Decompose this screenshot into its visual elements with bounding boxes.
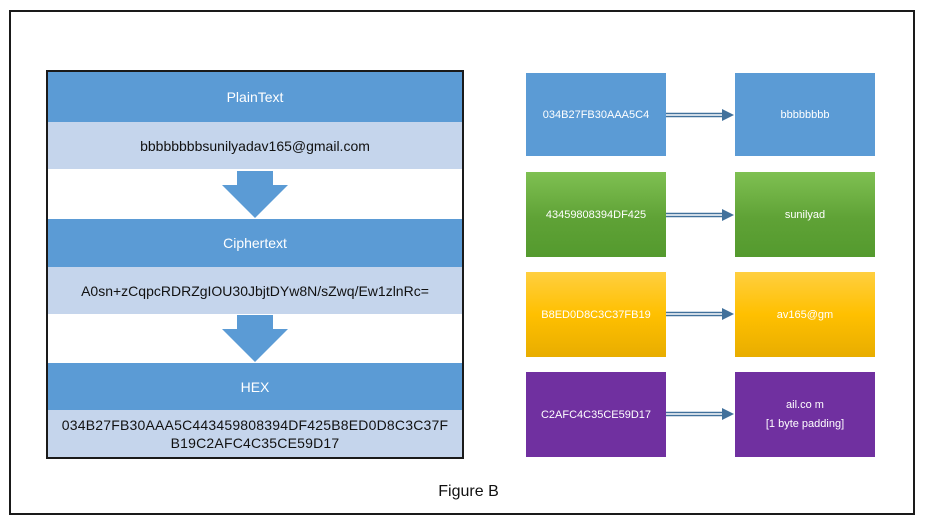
ciphertext-label: Ciphertext (223, 235, 287, 251)
plain-block-3: av165@gm (735, 272, 875, 357)
plain-block-4: ail.co m [1 byte padding] (735, 372, 875, 457)
plaintext-header: PlainText (48, 72, 462, 122)
hex-block-2-label: 43459808394DF425 (545, 208, 647, 221)
hex-block-1: 034B27FB30AAA5C4 (526, 73, 666, 156)
right-arrow-icon (666, 308, 734, 320)
ciphertext-box: A0sn+zCqpcRDRZgIOU30JbjtDYw8N/sZwq/Ew1zl… (48, 267, 462, 314)
hex-block-4-label: C2AFC4C35CE59D17 (540, 408, 652, 421)
hex-header: HEX (48, 363, 462, 410)
plain-block-1: bbbbbbbb (735, 73, 875, 156)
hex-value-line2: B19C2AFC4C35CE59D17 (170, 434, 340, 451)
hex-block-1-label: 034B27FB30AAA5C4 (542, 108, 650, 121)
hex-label: HEX (240, 378, 270, 395)
plain-block-2-label: sunilyad (784, 208, 826, 221)
plain-block-3-label: av165@gm (776, 308, 834, 321)
plaintext-value: bbbbbbbbsunilyadav165@gmail.com (140, 137, 370, 154)
hex-block-3: B8ED0D8C3C37FB19 (526, 272, 666, 357)
padding-note: [1 byte padding] (765, 417, 845, 430)
ciphertext-header: Ciphertext (48, 219, 462, 267)
down-arrow-icon (222, 171, 288, 218)
encryption-flow-panel: PlainText bbbbbbbbsunilyadav165@gmail.co… (46, 70, 464, 459)
plain-block-1-label: bbbbbbbb (780, 108, 830, 121)
hex-block-3-label: B8ED0D8C3C37FB19 (541, 308, 651, 321)
plain-block-2: sunilyad (735, 172, 875, 257)
plaintext-box: bbbbbbbbsunilyadav165@gmail.com (48, 122, 462, 169)
hex-block-2: 43459808394DF425 (526, 172, 666, 257)
hex-box: 034B27FB30AAA5C443459808394DF425B8ED0D8C… (48, 410, 462, 457)
ciphertext-value: A0sn+zCqpcRDRZgIOU30JbjtDYw8N/sZwq/Ew1zl… (81, 282, 429, 299)
hex-block-4: C2AFC4C35CE59D17 (526, 372, 666, 457)
right-arrow-icon (666, 209, 734, 221)
right-arrow-icon (666, 408, 734, 420)
right-arrow-icon (666, 109, 734, 121)
down-arrow-icon (222, 315, 288, 362)
hex-value-line1: 034B27FB30AAA5C443459808394DF425B8ED0D8C… (61, 416, 449, 433)
figure-caption: Figure B (438, 483, 499, 500)
plaintext-label: PlainText (226, 89, 284, 105)
plain-block-4-label: ail.co m (786, 398, 824, 411)
